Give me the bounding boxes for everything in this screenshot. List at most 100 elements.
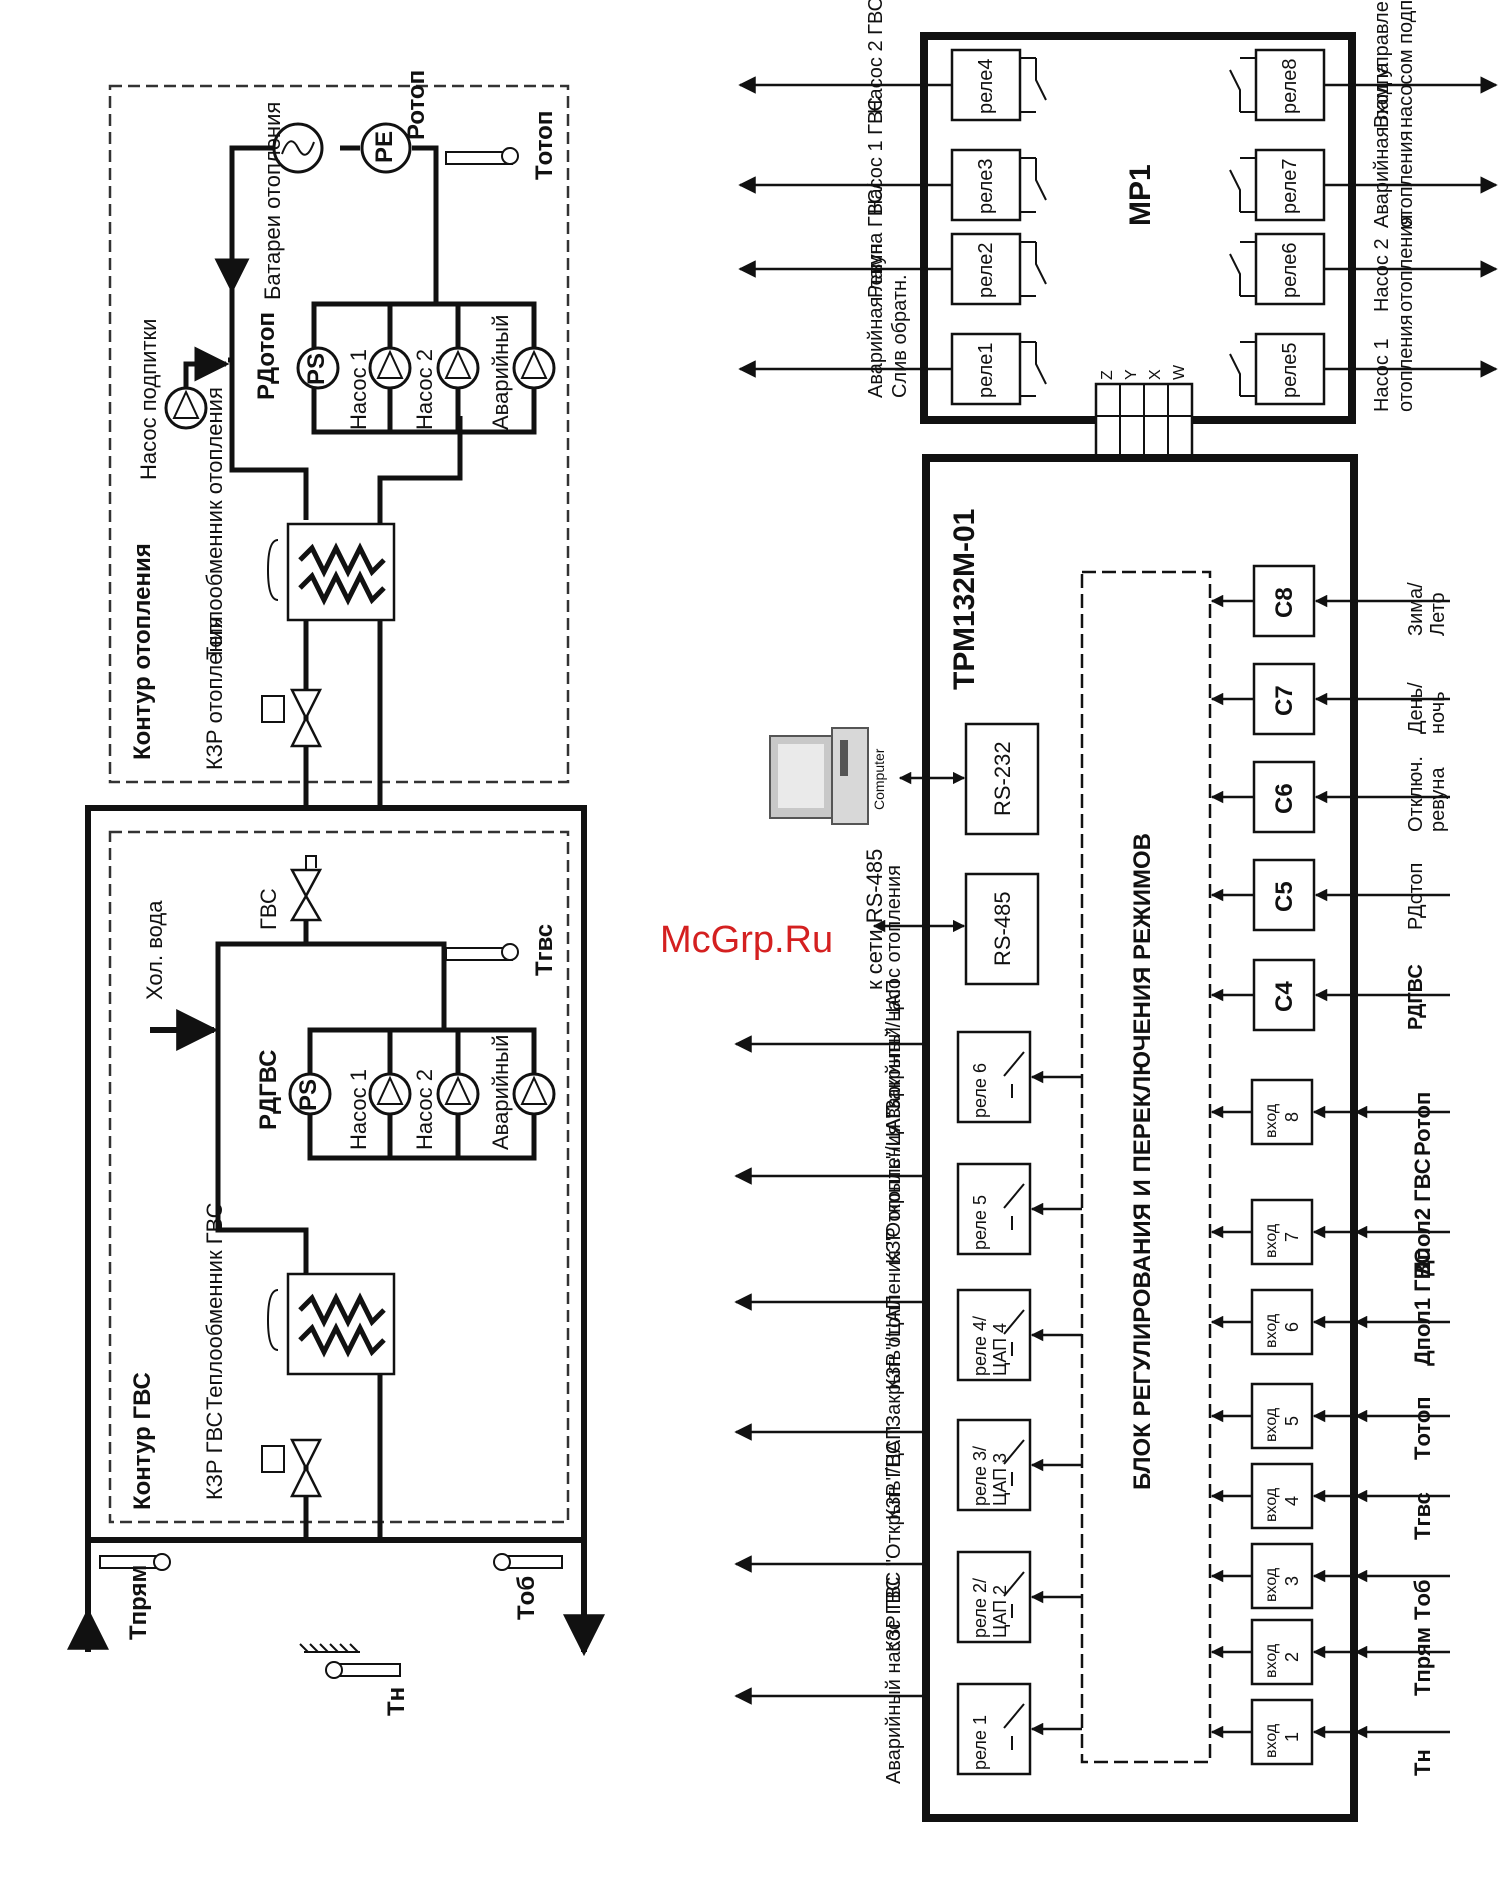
trm-digital-input-signal-line: Отключ. bbox=[1405, 756, 1427, 832]
heating-pump-2-label: Насос 2 bbox=[412, 349, 437, 430]
trm-input-7 bbox=[1250, 1198, 1314, 1266]
bus-top-Z: Z bbox=[1099, 370, 1116, 380]
trm-input-8-label: вход bbox=[1263, 1103, 1280, 1138]
trm-input-5 bbox=[1250, 1382, 1314, 1450]
bus-top-X: X bbox=[1147, 369, 1164, 380]
trm-relay-4-label: ЦАП 4 bbox=[990, 1323, 1010, 1376]
dhw-tap-label: ГВС bbox=[256, 888, 281, 930]
mr1-output-7-line: Аварийная лампа bbox=[1371, 62, 1393, 228]
trm-input-4-label: вход bbox=[1263, 1487, 1280, 1522]
trm-digital-input-signal-line: ночь bbox=[1427, 691, 1449, 734]
outdoor-temp-label: Tн bbox=[383, 1687, 410, 1716]
trm-input-5-label: вход bbox=[1263, 1407, 1280, 1442]
mr1-output-4-line: Насос 2 ГВС bbox=[865, 0, 887, 114]
trm-digital-input-6 bbox=[1252, 760, 1316, 834]
trm-input-4-num: 4 bbox=[1282, 1496, 1302, 1506]
dhw-contour-title: Контур ГВС bbox=[129, 1372, 156, 1510]
mr1-relay-1 bbox=[950, 332, 1022, 406]
trm-controller: ТРМ132М-01 БЛОК РЕГУЛИРОВАНИЯ И ПЕРЕКЛЮЧ… bbox=[734, 454, 1450, 1822]
mr1-output-8-line: насосом подпитки bbox=[1395, 0, 1417, 128]
trm-input-2-num: 2 bbox=[1282, 1652, 1302, 1662]
mr1-relay-6-label: реле6 bbox=[1279, 243, 1301, 299]
trm-output-5: КЗР отопления "Закрыть"/ЦАП bbox=[883, 980, 905, 1264]
trm-input-6-label: вход bbox=[1263, 1313, 1280, 1348]
trm-digital-input-8 bbox=[1252, 564, 1316, 638]
trm-relay-2-label: реле 2/ bbox=[970, 1578, 990, 1638]
heating-heat-exchanger bbox=[286, 522, 396, 622]
trm-output-1: Аварийный насос ГВС bbox=[883, 1577, 905, 1785]
trm-input-2-signal: Tпрям bbox=[1410, 1627, 1435, 1696]
trm-input-2-label: вход bbox=[1263, 1643, 1280, 1678]
mr1-output-1-line: Аварийная лампа ГВС/ bbox=[865, 183, 887, 398]
trm-relay-4-label: реле 4/ bbox=[970, 1316, 990, 1376]
trm-input-8-signal: Ротоп bbox=[1410, 1092, 1435, 1156]
trm-title: ТРМ132М-01 bbox=[948, 509, 981, 690]
mr1-output-1-line: Слив обратн. bbox=[889, 274, 911, 398]
trm-relay-1 bbox=[956, 1682, 1032, 1776]
trm-output-3: КЗР ГВС "Закрыть"/ЦАП bbox=[883, 1295, 905, 1520]
dhw-ps-label: PS bbox=[295, 1079, 322, 1111]
mr1-output-3: Насос 1 ГВС bbox=[865, 97, 887, 214]
mr1-output-5-line: Насос 1 bbox=[1371, 338, 1393, 412]
trm-relay-4 bbox=[956, 1288, 1032, 1382]
heating-pe-label: PE bbox=[371, 131, 398, 163]
bus-top-W: W bbox=[1171, 364, 1188, 380]
mr1-relay-2-label: реле2 bbox=[975, 243, 997, 299]
trm-relay-2 bbox=[956, 1550, 1032, 1644]
trm-input-8-num: 8 bbox=[1282, 1112, 1302, 1122]
mr1-relay-7 bbox=[1254, 148, 1326, 222]
regulation-block bbox=[1080, 570, 1212, 1764]
mr1-output-6-line: Насос 2 bbox=[1371, 238, 1393, 312]
trm-input-3-num: 3 bbox=[1282, 1576, 1302, 1586]
mr1-relay-5 bbox=[1254, 332, 1326, 406]
dhw-emergency-label: Аварийный bbox=[488, 1035, 513, 1150]
heating-emergency-label: Аварийный bbox=[488, 315, 513, 430]
dhw-pump-1-label: Насос 1 bbox=[346, 1069, 371, 1150]
trm-digital-input-5 bbox=[1252, 858, 1316, 932]
trm-digital-input-6-signal: Отключ.ревуна bbox=[1405, 756, 1449, 832]
dhw-valve-icon bbox=[289, 1438, 323, 1498]
trm-digital-input-signal-line: День/ bbox=[1405, 682, 1427, 734]
mr1-title: МР1 bbox=[1124, 164, 1157, 226]
trm-input-4-signal: Tгвс bbox=[1410, 1492, 1435, 1540]
trm-input-3-label: вход bbox=[1263, 1567, 1280, 1602]
computer-label: Computer bbox=[871, 748, 887, 810]
trm-digital-input-8-label: С8 bbox=[1271, 587, 1298, 618]
mr1-relay-7-label: реле7 bbox=[1279, 159, 1301, 215]
trm-relay-3-label: ЦАП 3 bbox=[990, 1453, 1010, 1506]
trm-input-7-label: вход bbox=[1263, 1223, 1280, 1258]
trm-digital-input-signal-line: РДотоп bbox=[1405, 863, 1427, 930]
trm-interface-1 bbox=[964, 872, 1040, 986]
mr1-module: МР1 реле1 Аварийная лампа ГВС/Слив обратн… bbox=[738, 0, 1498, 514]
dhw-contour-frame bbox=[108, 830, 570, 1524]
mr1-output-4: Насос 2 ГВС bbox=[865, 0, 887, 114]
dhw-tap-icon bbox=[289, 868, 323, 922]
trm-input-1-num: 1 bbox=[1282, 1732, 1302, 1742]
mr1-relay-3 bbox=[950, 148, 1022, 222]
trm-input-6 bbox=[1250, 1288, 1314, 1356]
mr1-relay-4 bbox=[950, 48, 1022, 122]
trm-output-2: КЗР ГВС "Открыть"/ЦАП bbox=[883, 1426, 905, 1653]
mr1-output-3-line: Насос 1 ГВС bbox=[865, 97, 887, 214]
mr1-relay-1-label: реле1 bbox=[975, 343, 997, 399]
dhw-temp-label: Tгвс bbox=[531, 924, 558, 976]
heating-temp-label: Tотоп bbox=[531, 111, 558, 180]
trm-input-7-signal: Дпол2 ГВС bbox=[1410, 1158, 1435, 1276]
bus-top-Y: Y bbox=[1123, 369, 1140, 380]
trm-interface-2 bbox=[964, 722, 1040, 836]
trm-digital-input-7 bbox=[1252, 662, 1316, 736]
trm-interface-1-label: RS-485 bbox=[990, 891, 1015, 966]
computer-icon bbox=[769, 727, 869, 825]
return-temp-label: Tоб bbox=[513, 1576, 540, 1620]
trm-digital-input-5-signal: РДотоп bbox=[1405, 863, 1427, 930]
heating-pe-sensor bbox=[360, 122, 412, 174]
trm-input-3-signal: Tоб bbox=[1410, 1580, 1435, 1620]
watermark: McGrp.Ru bbox=[660, 919, 833, 961]
mr1-relay-8-label: реле8 bbox=[1279, 59, 1301, 115]
trm-relay-2-label: ЦАП 2 bbox=[990, 1585, 1010, 1638]
heating-pump-1-label: Насос 1 bbox=[346, 349, 371, 430]
hydraulic-scheme: Контур отопления КЗР отопления Теплообме… bbox=[67, 70, 605, 1716]
